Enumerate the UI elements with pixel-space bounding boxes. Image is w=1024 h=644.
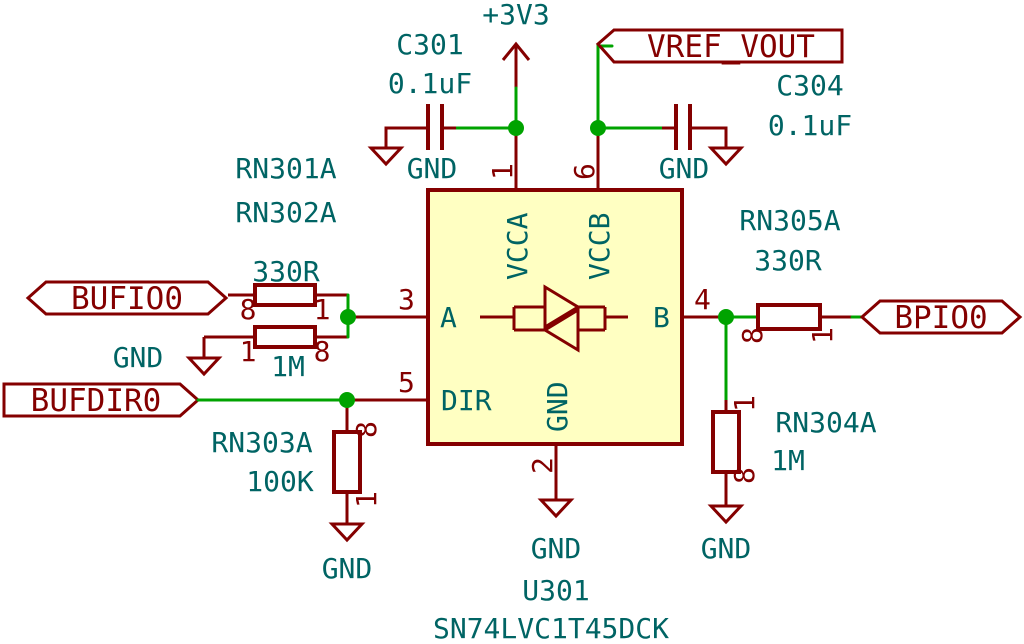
- junction-dir: [339, 392, 355, 408]
- bufdir0-label-shape: [2, 382, 201, 418]
- pin-name-gnd: GND: [541, 381, 574, 432]
- junction-vccb: [590, 120, 606, 136]
- ic-body: [426, 188, 684, 446]
- buffer-symbol: [480, 284, 628, 353]
- resistor-rn304a: [707, 400, 745, 525]
- rn304a-pin8: 8: [728, 467, 761, 484]
- rn304a-gnd-label: GND: [701, 532, 752, 565]
- rn302a-pin1: 1: [240, 335, 257, 368]
- c304-value: 0.1uF: [768, 109, 852, 142]
- pin-num-gnd: 2: [526, 457, 559, 474]
- resistor-rn303a: [328, 400, 366, 543]
- rn301a-pin8: 8: [240, 293, 257, 326]
- resistor-rn302a: [204, 325, 348, 349]
- rn302a-value: 1M: [271, 350, 305, 383]
- c304-gnd-label: GND: [659, 152, 710, 185]
- rn304a-value: 1M: [771, 444, 805, 477]
- rn303a-gnd-label: GND: [322, 552, 373, 585]
- pin-name-a: A: [440, 301, 457, 334]
- c304-ref: C304: [776, 69, 843, 102]
- rn305a-pin1: 1: [806, 327, 839, 344]
- junction-a: [340, 309, 356, 325]
- bpio0-label-shape: [859, 299, 1023, 335]
- bpio0-label: BPIO0: [894, 300, 987, 336]
- rn302a-gnd-label: GND: [113, 341, 164, 374]
- rn303a-pin1: 1: [350, 491, 383, 508]
- vcc-power-symbol: [501, 41, 531, 88]
- ic-part: SN74LVC1T45DCK: [433, 612, 669, 644]
- vref-vout-label: VREF_VOUT: [647, 29, 815, 65]
- resistor-rn301a: [228, 283, 348, 307]
- c301-gnd-label: GND: [407, 152, 458, 185]
- vref-vout-label-shape: [595, 28, 844, 64]
- pin-name-dir: DIR: [441, 384, 492, 417]
- rn302a-ref: RN302A: [235, 196, 336, 229]
- capacitor-c304: [662, 104, 745, 167]
- rn302a-pin8: 8: [314, 335, 331, 368]
- bufio0-label: BUFIO0: [71, 281, 183, 317]
- pin-num-vcca: 1: [486, 163, 519, 180]
- bufio0-label-shape: [25, 280, 229, 316]
- pin-num-dir: 5: [398, 366, 415, 399]
- u301-gnd-symbol: [537, 498, 575, 519]
- rn304a-ref: RN304A: [775, 406, 876, 439]
- pin-num-b: 4: [694, 283, 711, 316]
- rn301a-ref: RN301A: [235, 152, 336, 185]
- pin-name-vccb: VCCB: [583, 213, 616, 280]
- u301-gnd-label: GND: [531, 532, 582, 565]
- junction-vcca: [508, 120, 524, 136]
- junction-b: [718, 309, 734, 325]
- rn301a-pin1: 1: [314, 293, 331, 326]
- rn305a-value: 330R: [754, 244, 822, 277]
- ic-ref: U301: [522, 574, 589, 607]
- pin-num-vccb: 6: [568, 163, 601, 180]
- c301-value: 0.1uF: [388, 67, 472, 100]
- rn303a-pin8: 8: [350, 421, 383, 438]
- rn305a-pin8: 8: [736, 327, 769, 344]
- rn301a-value: 330R: [252, 255, 320, 288]
- pin-name-vcca: VCCA: [501, 212, 534, 280]
- rn305a-ref: RN305A: [739, 204, 840, 237]
- rn304a-pin1: 1: [728, 395, 761, 412]
- capacitor-c301: [367, 104, 456, 167]
- rn303a-ref: RN303A: [211, 426, 312, 459]
- vcc-label: +3V3: [482, 0, 549, 31]
- rn302a-gnd-symbol: [185, 337, 223, 377]
- resistor-rn305a: [756, 303, 852, 331]
- pin-name-b: B: [653, 301, 670, 334]
- pin-num-a: 3: [398, 283, 415, 316]
- rn303a-value: 100K: [246, 465, 314, 498]
- c301-ref: C301: [396, 28, 463, 61]
- bufdir0-label: BUFDIR0: [31, 383, 162, 419]
